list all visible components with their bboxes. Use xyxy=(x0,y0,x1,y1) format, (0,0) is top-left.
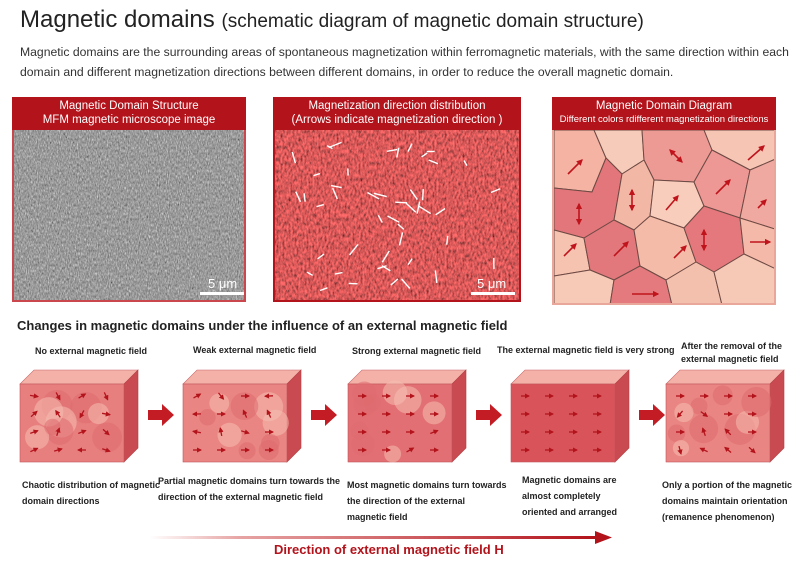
stage-arrow-1 xyxy=(148,404,174,426)
mfm-scale-bar: 5 μm xyxy=(200,276,244,295)
cube-sequence xyxy=(19,369,785,463)
panel-direction-subtitle: (Arrows indicate magnetization direction… xyxy=(291,114,503,126)
stage-arrow-3 xyxy=(476,404,502,426)
panel-mfm-header: Magnetic Domain Structure MFM magnetic m… xyxy=(12,97,246,130)
direction-scale-bar: 5 μm xyxy=(471,276,515,295)
panel-direction-distribution: Magnetization direction distribution (Ar… xyxy=(273,97,521,302)
stage-label-4: The external magnetic field is very stro… xyxy=(497,345,675,355)
panel-mfm-title: Magnetic Domain Structure xyxy=(59,100,199,112)
domain-diagram xyxy=(552,130,776,305)
field-direction-label: Direction of external magnetic field H xyxy=(274,542,504,557)
stage-label-3: Strong external magnetic field xyxy=(352,346,482,356)
title-main: Magnetic domains xyxy=(20,6,215,33)
intro-paragraph: Magnetic domains are the surrounding are… xyxy=(20,45,789,79)
panel-domain-diagram: Magnetic Domain Diagram Different colors… xyxy=(552,97,776,305)
title-subtitle: (schematic diagram of magnetic domain st… xyxy=(221,11,644,32)
stage-caption-2: Partial magnetic domains turn towards th… xyxy=(158,476,341,502)
panel-direction-header: Magnetization direction distribution (Ar… xyxy=(273,97,521,130)
direction-image: 5 μm xyxy=(273,130,521,302)
cube-1 xyxy=(19,369,139,463)
section-title: Changes in magnetic domains under the in… xyxy=(17,318,508,333)
mfm-image: 5 μm xyxy=(12,130,246,302)
page-title: Magnetic domains (schematic diagram of m… xyxy=(20,6,644,34)
field-direction-arrow xyxy=(150,531,612,544)
panel-direction-title: Magnetization direction distribution xyxy=(308,100,486,112)
stage-caption-5: Only a portion of the magnetic domains m… xyxy=(662,480,793,522)
stage-caption-1: Chaotic distribution of magnetic domain … xyxy=(22,480,161,506)
stage-label-1: No external magnetic field xyxy=(35,346,148,356)
stage-arrow-4 xyxy=(639,404,665,426)
cube-3 xyxy=(347,369,467,463)
panel-diagram-subtitle: Different colors rdifferent magnetizatio… xyxy=(559,114,769,125)
stage-arrow-2 xyxy=(311,404,337,426)
cube-2 xyxy=(182,369,302,463)
stage-label-5: After the removal of the external magnet… xyxy=(681,341,783,364)
stage-caption-4: Magnetic domains are almost completely o… xyxy=(522,475,618,517)
stage-caption-3: Most magnetic domains turn towards the d… xyxy=(347,480,507,522)
mfm-texture xyxy=(14,130,244,300)
panel-diagram-header: Magnetic Domain Diagram Different colors… xyxy=(552,97,776,130)
panel-mfm-subtitle: MFM magnetic microscope image xyxy=(42,114,216,126)
panel-diagram-title: Magnetic Domain Diagram xyxy=(595,100,733,112)
cube-5 xyxy=(665,369,785,463)
panel-mfm-image: Magnetic Domain Structure MFM magnetic m… xyxy=(12,97,246,302)
domain-diagram-svg xyxy=(554,130,774,303)
direction-texture xyxy=(275,130,519,300)
stage-label-2: Weak external magnetic field xyxy=(193,345,317,355)
cube-4 xyxy=(510,369,630,463)
